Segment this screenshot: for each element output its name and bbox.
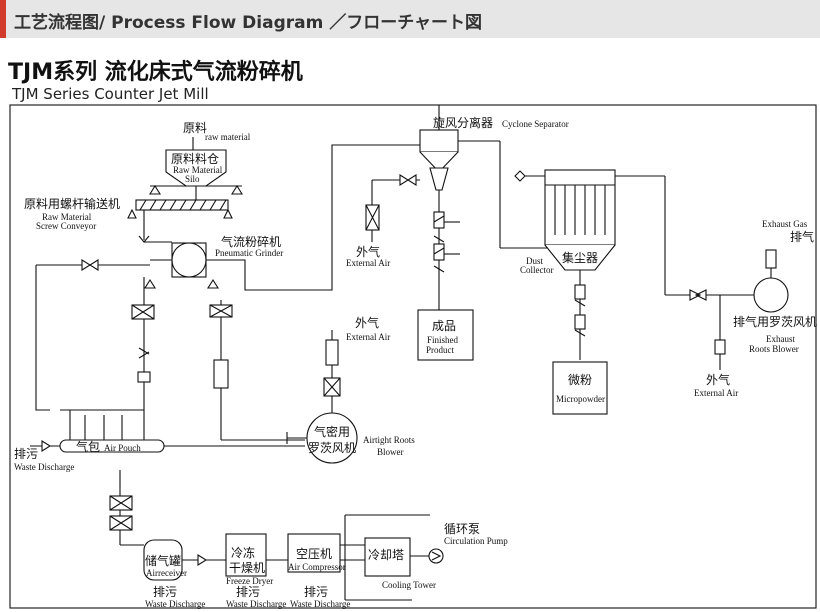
svg-text:Airreceiver: Airreceiver [146, 568, 187, 578]
svg-text:External Air: External Air [346, 258, 390, 268]
svg-text:气包: 气包 [76, 439, 100, 454]
svg-text:Silo: Silo [185, 174, 200, 184]
svg-text:Pneumatic Grinder: Pneumatic Grinder [215, 248, 283, 258]
svg-text:Screw Conveyor: Screw Conveyor [36, 221, 96, 231]
svg-text:集尘器: 集尘器 [562, 250, 598, 265]
svg-text:External Air: External Air [346, 332, 390, 342]
svg-text:冷冻: 冷冻 [231, 545, 255, 560]
svg-text:成品: 成品 [432, 319, 456, 333]
accent-stripe [0, 0, 6, 38]
svg-text:气密用: 气密用 [314, 424, 350, 439]
dust-collector: 集尘器 Dust Collector [514, 169, 666, 360]
svg-text:排气: 排气 [790, 229, 814, 244]
airtight-line [209, 300, 305, 441]
svg-text:旋风分离器: 旋风分离器 [433, 115, 493, 130]
product-title-cn: TJM系列 流化床式气流粉碎机 [8, 60, 303, 85]
svg-text:空压机: 空压机 [296, 547, 332, 561]
screw-conveyor: 原料用螺杆输送机 Raw Material Screw Conveyor [24, 196, 233, 243]
svg-text:Raw Material: Raw Material [42, 212, 92, 222]
svg-text:冷却塔: 冷却塔 [368, 548, 404, 562]
airtight-roots-blower: 气密用 罗茨风机 Airtight Roots Blower 外气 Extern… [286, 315, 415, 464]
pneumatic-grinder: 气流粉碎机 Pneumatic Grinder [144, 234, 283, 289]
svg-text:罗茨风机: 罗茨风机 [308, 441, 356, 455]
exhaust-roots-blower: Exhaust Gas 排气 排气用罗茨风机 Exhaust Roots Blo… [665, 219, 817, 398]
svg-text:排污: 排污 [236, 585, 260, 599]
product-title-en: TJM Series Counter Jet Mill [12, 85, 209, 103]
cyclone-separator: 旋风分离器 Cyclone Separator [419, 105, 569, 310]
diagram-frame [9, 104, 817, 609]
svg-text:raw material: raw material [205, 132, 251, 142]
svg-text:Raw Material: Raw Material [173, 165, 223, 175]
svg-text:Air Pouch: Air Pouch [104, 443, 141, 453]
svg-text:Product: Product [426, 345, 454, 355]
air-pouch-system: 气包 Air Pouch 排污 Waste Discharge [14, 259, 305, 472]
svg-text:微粉: 微粉 [568, 373, 592, 387]
svg-text:Micropowder: Micropowder [556, 394, 605, 404]
svg-text:排污: 排污 [304, 585, 328, 599]
svg-text:Exhaust: Exhaust [766, 334, 795, 344]
external-air-1: 外气 External Air [346, 174, 420, 268]
svg-text:Waste Discharge: Waste Discharge [290, 599, 350, 609]
svg-text:Air Compressor: Air Compressor [288, 562, 346, 572]
svg-text:Waste Discharge: Waste Discharge [145, 599, 205, 609]
svg-text:原料用螺杆输送机: 原料用螺杆输送机 [24, 196, 120, 211]
svg-text:排污: 排污 [14, 447, 38, 461]
compressed-air-train: 储气罐 Airreceiver 排污 Waste Discharge 冷冻 干燥… [109, 470, 508, 609]
svg-text:Collector: Collector [520, 265, 554, 275]
svg-text:原料: 原料 [183, 121, 207, 135]
svg-text:干燥机: 干燥机 [229, 561, 265, 575]
header-bar: 工艺流程图/ Process Flow Diagram ／フローチャート図 [0, 0, 820, 38]
svg-text:Exhaust Gas: Exhaust Gas [762, 219, 808, 229]
svg-text:外气: 外气 [706, 372, 730, 387]
svg-text:Airtight Roots: Airtight Roots [363, 435, 415, 445]
svg-text:排气用罗茨风机: 排气用罗茨风机 [733, 314, 817, 329]
svg-text:Dust: Dust [526, 256, 544, 266]
svg-text:Circulation Pump: Circulation Pump [444, 536, 508, 546]
svg-text:Finished: Finished [427, 335, 459, 345]
svg-text:原料料仓: 原料料仓 [171, 152, 219, 166]
finished-product: 成品 Finished Product [417, 309, 474, 361]
svg-text:外气: 外气 [355, 315, 379, 330]
svg-text:Cooling Tower: Cooling Tower [382, 580, 436, 590]
svg-text:External Air: External Air [694, 388, 738, 398]
svg-text:气流粉碎机: 气流粉碎机 [221, 234, 281, 249]
svg-text:Waste Discharge: Waste Discharge [226, 599, 286, 609]
svg-text:Blower: Blower [377, 447, 404, 457]
svg-text:Roots Blower: Roots Blower [749, 344, 799, 354]
svg-text:Freeze Dryer: Freeze Dryer [226, 576, 273, 586]
micropowder: 微粉 Micropowder [552, 361, 608, 415]
svg-text:循环泵: 循环泵 [444, 522, 480, 536]
svg-text:排污: 排污 [153, 585, 177, 599]
svg-text:储气罐: 储气罐 [145, 553, 181, 568]
raw-material-silo: 原料 raw material 原料料仓 Raw Material Silo [149, 121, 251, 200]
section-title: 工艺流程图/ Process Flow Diagram ／フローチャート図 [14, 13, 483, 33]
svg-text:Cyclone Separator: Cyclone Separator [502, 119, 569, 129]
pipe-grinder-cyclone [206, 144, 420, 291]
svg-text:外气: 外气 [356, 244, 380, 259]
svg-text:Waste Discharge: Waste Discharge [14, 462, 74, 472]
